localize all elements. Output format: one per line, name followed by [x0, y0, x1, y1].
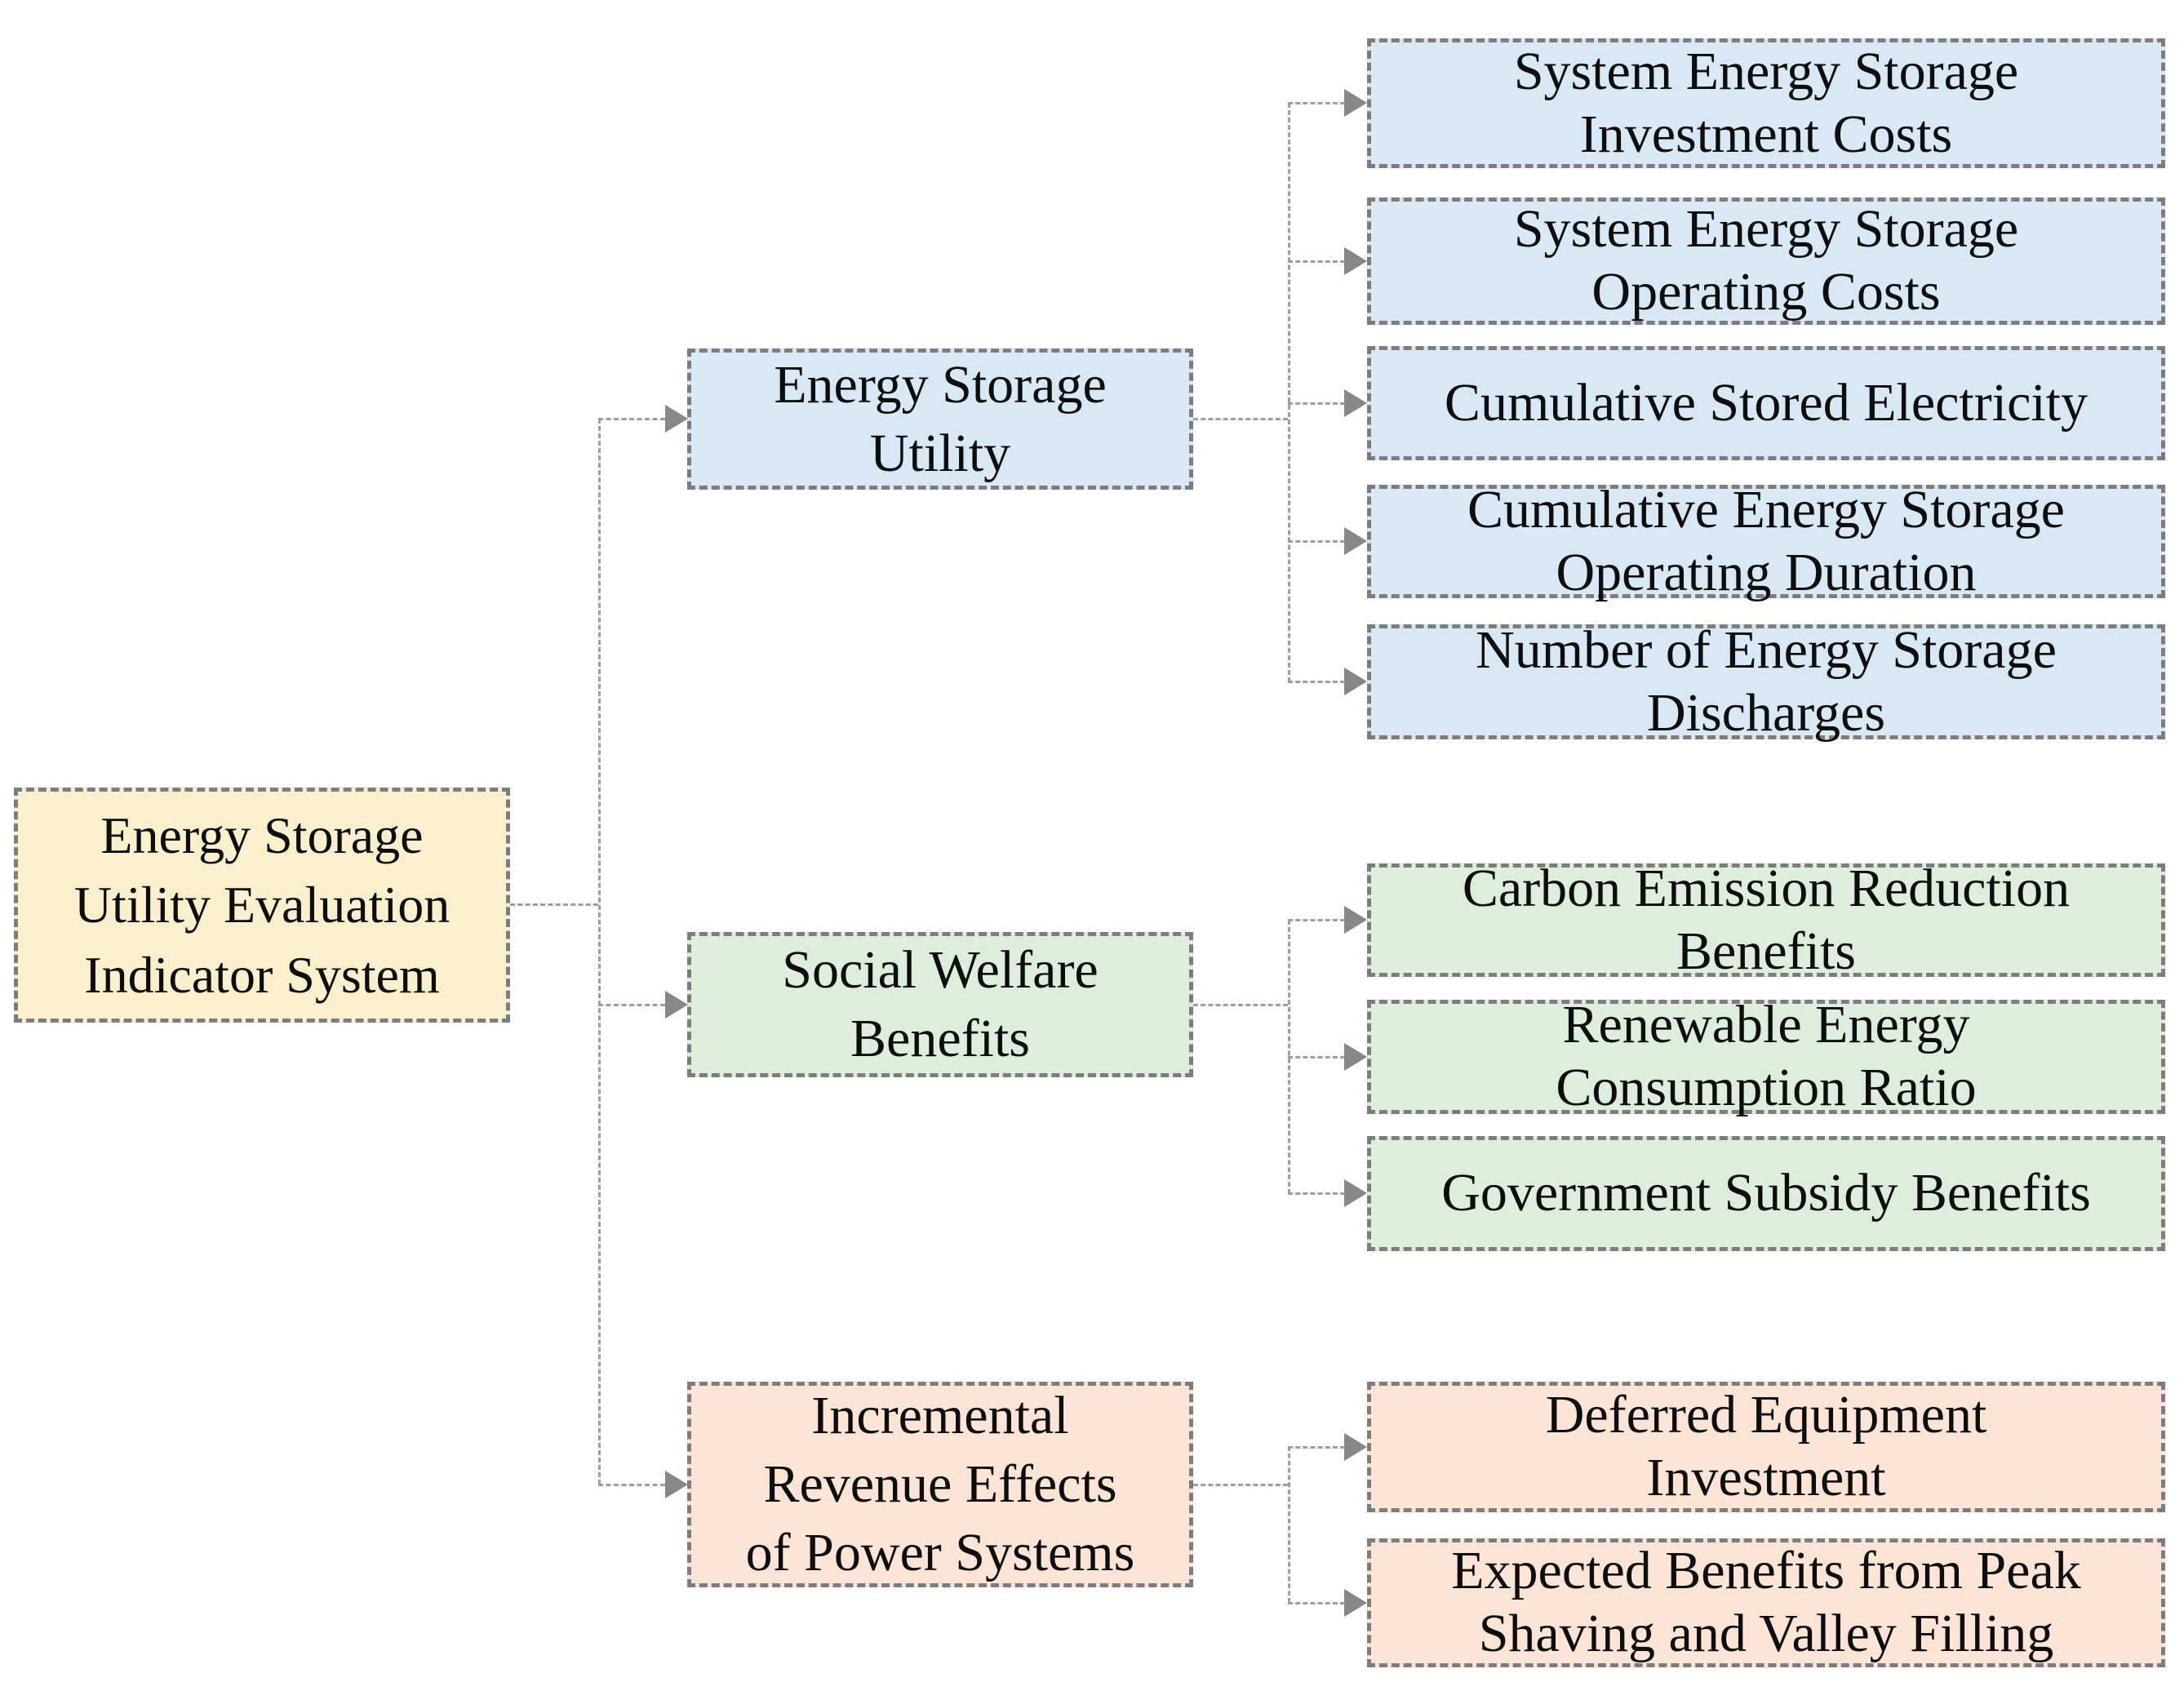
arrow-right-icon	[1344, 89, 1367, 117]
arrow-right-icon	[665, 405, 688, 433]
connector-branch-2	[598, 1004, 665, 1006]
arrow-right-icon	[1344, 1589, 1367, 1617]
leaf-node-cumulative-operating-duration: Cumulative Energy Storage Operating Dura…	[1367, 480, 2165, 602]
leaf-node-deferred-equipment-investment: Deferred Equipment Investment	[1367, 1382, 2165, 1512]
arrow-right-icon	[1344, 668, 1367, 695]
arrow-right-icon	[1344, 389, 1367, 417]
connector-leaf-2-3	[1288, 1192, 1345, 1195]
connector-leaf-1-3	[1288, 402, 1345, 405]
leaf-node-investment-costs: System Energy Storage Investment Costs	[1367, 38, 2165, 168]
arrow-right-icon	[1344, 247, 1367, 275]
connector-branch-1	[598, 418, 665, 420]
connector-leaf-2-1	[1288, 919, 1345, 921]
connector-leaf-1-4	[1288, 540, 1345, 543]
arrow-right-icon	[1344, 1043, 1367, 1071]
arrow-right-icon	[1344, 1179, 1367, 1207]
connector-root-stub	[510, 903, 598, 906]
leaf-node-government-subsidy-benefits: Government Subsidy Benefits	[1367, 1136, 2165, 1251]
connector-group2-stub	[1193, 1004, 1288, 1006]
arrow-right-icon	[665, 991, 688, 1019]
connector-group3-spine	[1288, 1446, 1290, 1603]
arrow-right-icon	[1344, 1433, 1367, 1461]
arrow-right-icon	[665, 1471, 688, 1498]
leaf-node-carbon-emission-reduction: Carbon Emission Reduction Benefits	[1367, 859, 2165, 981]
connector-leaf-2-2	[1288, 1056, 1345, 1059]
arrow-right-icon	[1344, 527, 1367, 555]
leaf-node-renewable-consumption-ratio: Renewable Energy Consumption Ratio	[1367, 995, 2165, 1117]
connector-group1-spine	[1288, 103, 1290, 682]
root-node-indicator-system: Energy Storage Utility Evaluation Indica…	[14, 788, 510, 1023]
connector-trunk	[598, 419, 601, 1485]
branch-node-energy-storage-utility: Energy Storage Utility	[687, 348, 1193, 490]
branch-node-social-welfare-benefits: Social Welfare Benefits	[687, 932, 1193, 1077]
connector-branch-3	[598, 1484, 665, 1486]
connector-group3-stub	[1193, 1484, 1288, 1486]
leaf-node-operating-costs: System Energy Storage Operating Costs	[1367, 198, 2165, 325]
connector-group1-stub	[1193, 418, 1288, 420]
branch-node-incremental-revenue-effects: Incremental Revenue Effects of Power Sys…	[687, 1382, 1193, 1587]
connector-leaf-1-5	[1288, 681, 1345, 683]
connector-leaf-1-2	[1288, 260, 1345, 263]
connector-leaf-1-1	[1288, 102, 1345, 104]
arrow-right-icon	[1344, 906, 1367, 934]
connector-leaf-3-1	[1288, 1446, 1345, 1449]
leaf-node-cumulative-stored-electricity: Cumulative Stored Electricity	[1367, 346, 2165, 460]
leaf-node-peak-shaving-valley-filling: Expected Benefits from Peak Shaving and …	[1367, 1538, 2165, 1667]
connector-leaf-3-2	[1288, 1602, 1345, 1604]
leaf-node-number-of-discharges: Number of Energy Storage Discharges	[1367, 620, 2165, 743]
